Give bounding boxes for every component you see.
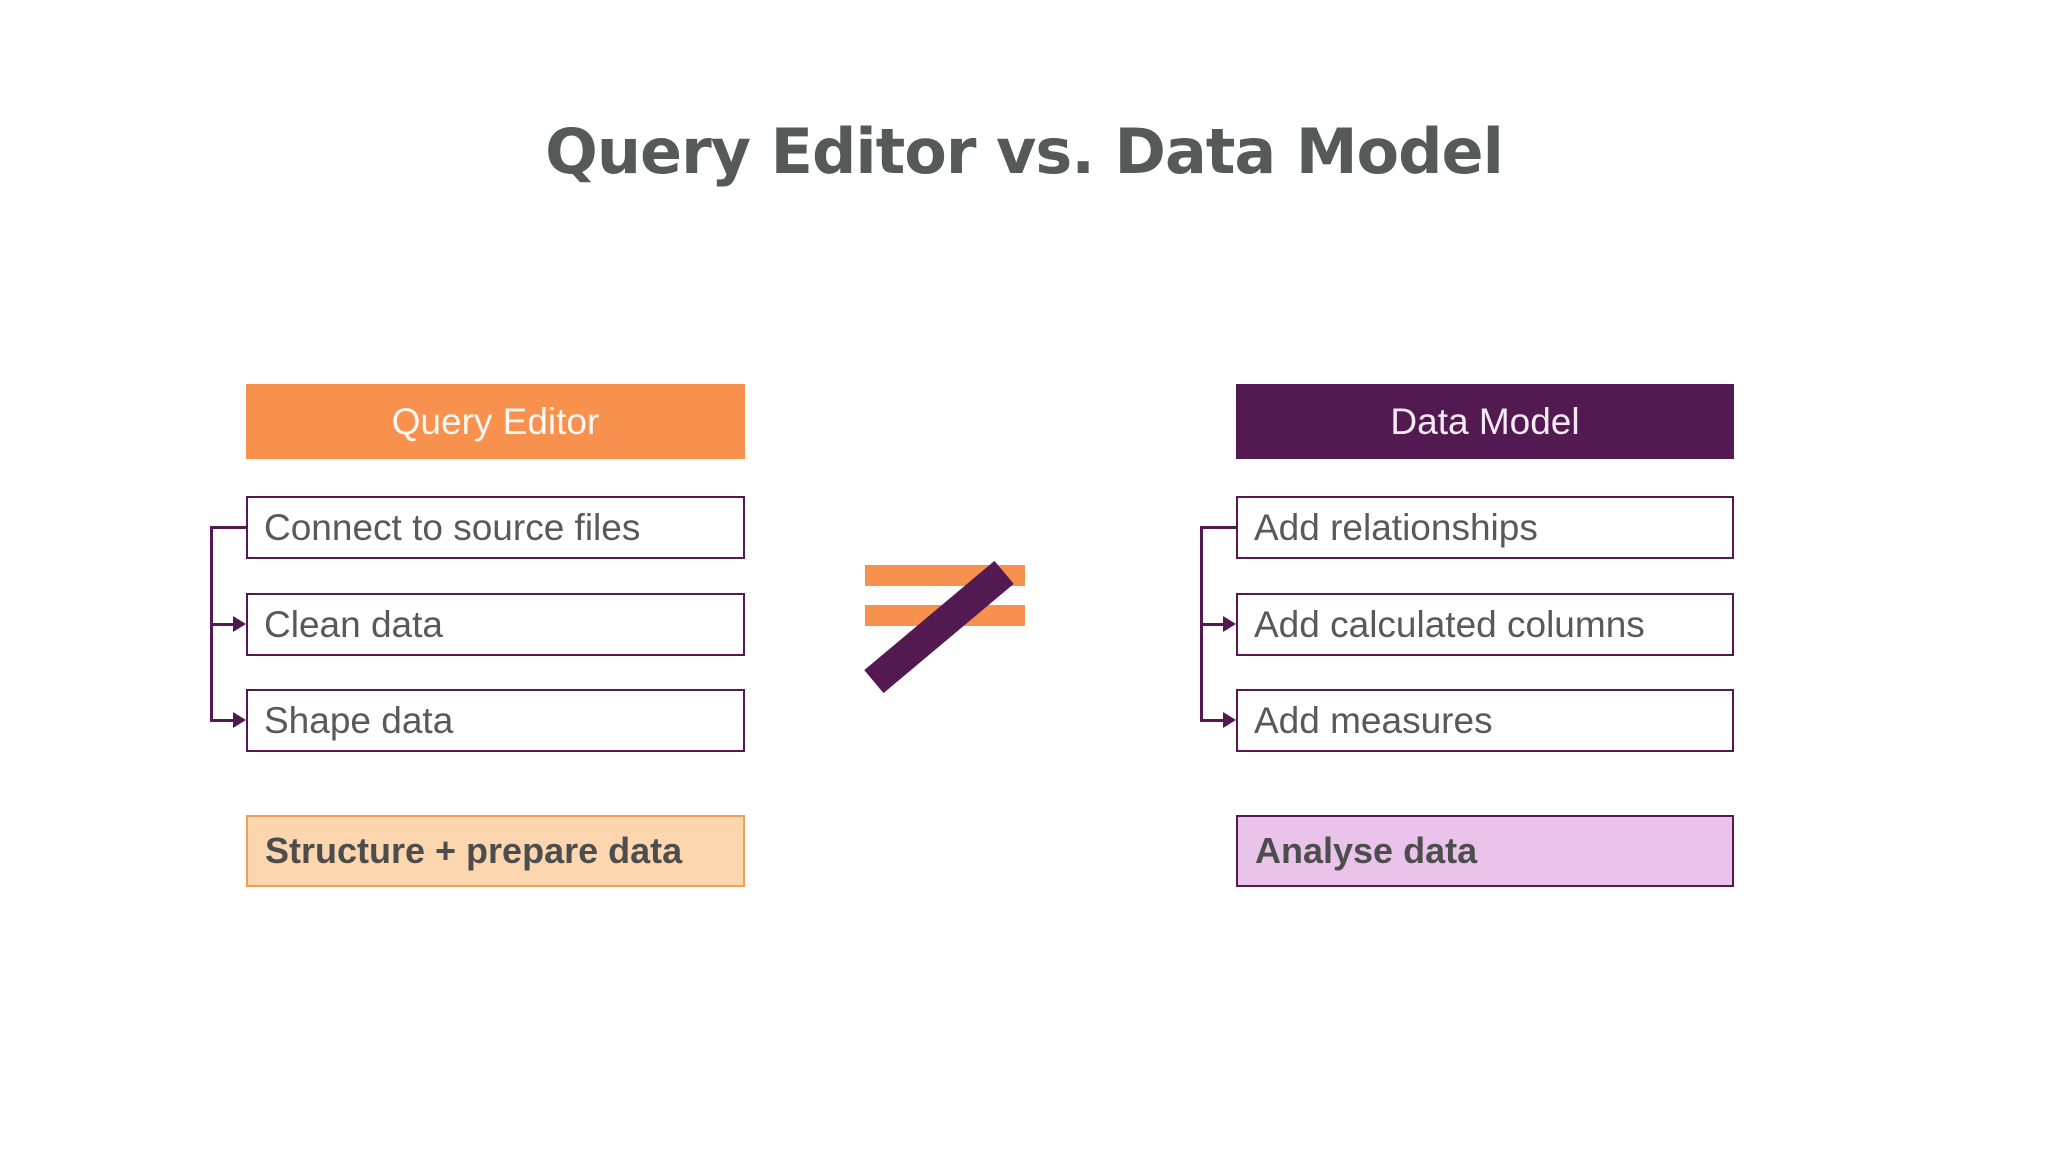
right-connector-stub-top	[1200, 526, 1236, 529]
right-arrowhead-middle-icon	[1223, 616, 1236, 632]
not-equal-icon	[864, 542, 1025, 694]
left-connector-stub-top	[210, 526, 246, 529]
left-arrowhead-middle-icon	[233, 616, 246, 632]
data-model-header: Data Model	[1236, 384, 1734, 459]
data-model-summary: Analyse data	[1236, 815, 1734, 887]
left-arrowhead-bottom-icon	[233, 712, 246, 728]
step-clean-data: Clean data	[246, 593, 745, 656]
step-add-calculated-columns: Add calculated columns	[1236, 593, 1734, 656]
right-connector-stub-bottom	[1200, 719, 1226, 722]
step-shape-data: Shape data	[246, 689, 745, 752]
step-add-measures: Add measures	[1236, 689, 1734, 752]
query-editor-summary: Structure + prepare data	[246, 815, 745, 887]
step-connect-to-source-files: Connect to source files	[246, 496, 745, 559]
page-title: Query Editor vs. Data Model	[545, 114, 1504, 188]
right-connector-stub-middle	[1200, 623, 1226, 626]
step-add-relationships: Add relationships	[1236, 496, 1734, 559]
right-arrowhead-bottom-icon	[1223, 712, 1236, 728]
query-editor-header: Query Editor	[246, 384, 745, 459]
left-connector-stub-bottom	[210, 719, 236, 722]
left-connector-stub-middle	[210, 623, 236, 626]
